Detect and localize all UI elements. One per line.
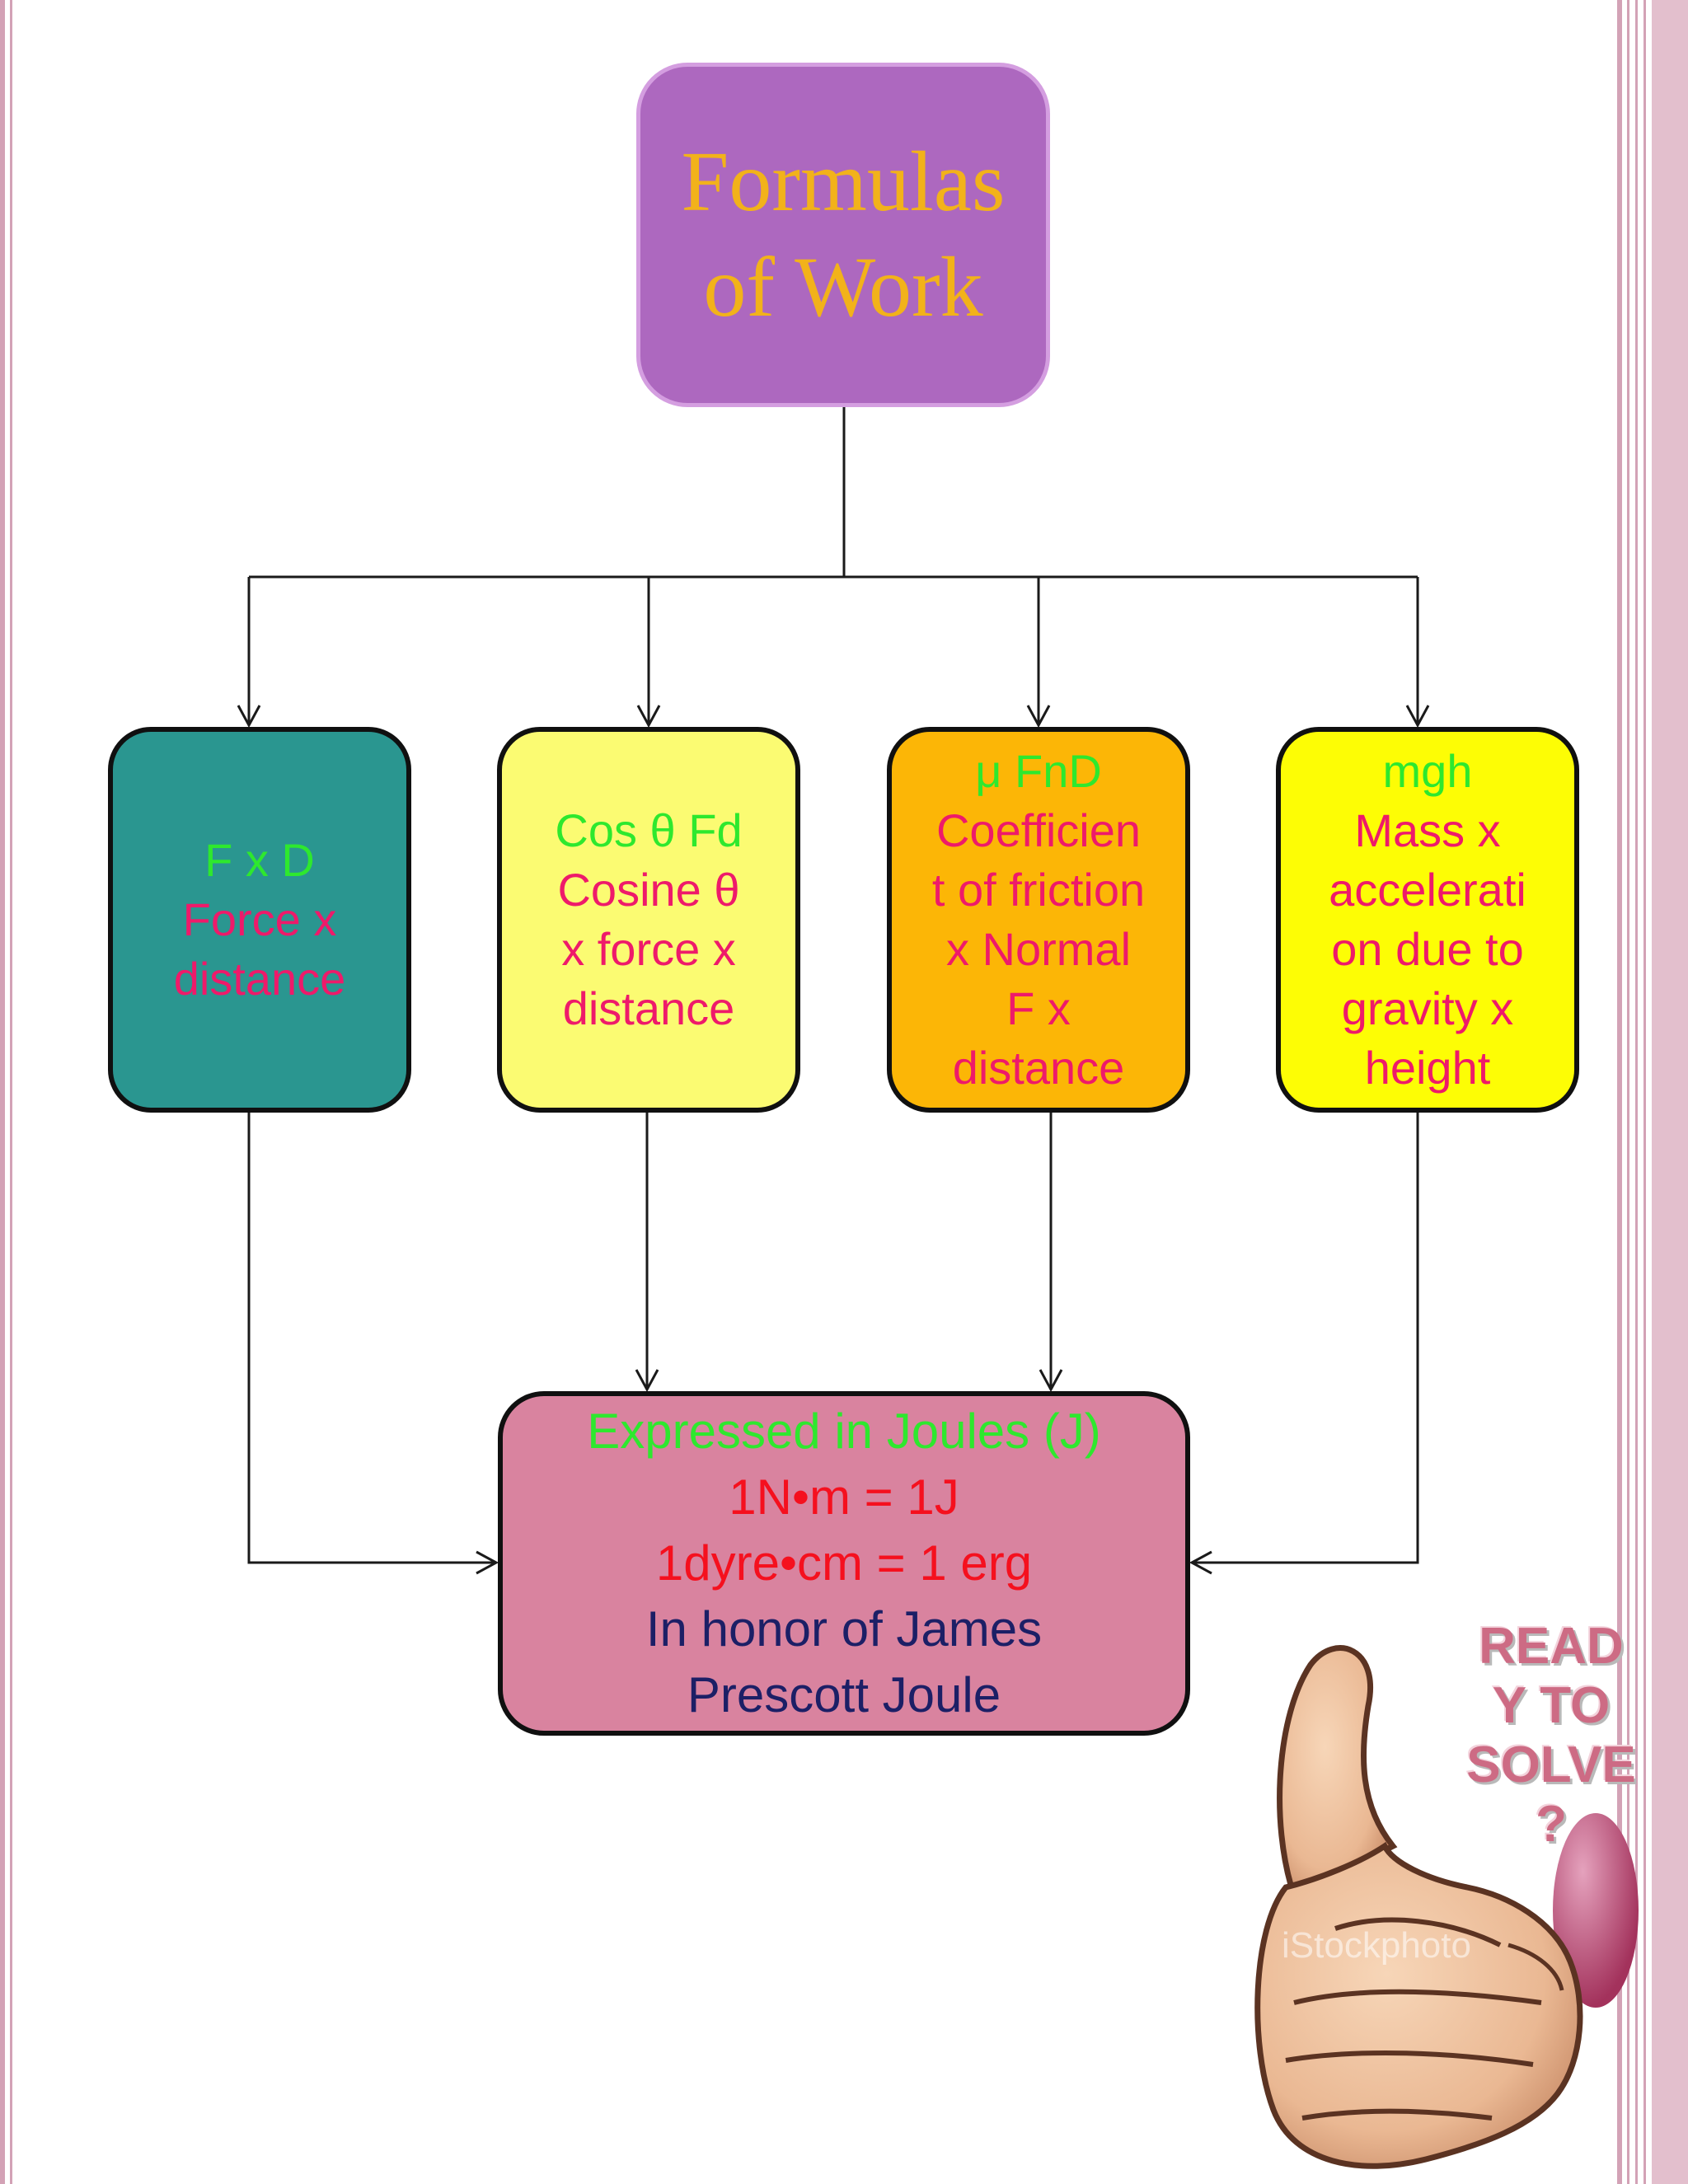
sticker-watermark: iStockphoto: [1282, 1925, 1471, 1966]
title-line-2: of Work: [703, 240, 983, 335]
result-line: 1dyre•cm = 1 erg: [655, 1535, 1033, 1591]
formula-line: distance: [952, 1042, 1125, 1094]
formula-line: on due to: [1331, 923, 1524, 975]
formula-box-friction: μ FnD Coefficien t of friction x Normal …: [887, 727, 1190, 1113]
connector-formula-1-to-result: [247, 1113, 499, 1575]
formula-line: t of friction: [931, 864, 1146, 916]
ready-line: ?: [1536, 1796, 1567, 1853]
result-line: Prescott Joule: [687, 1667, 1001, 1722]
thumbs-up-icon: iStockphoto: [1254, 1645, 1639, 2169]
title-box: Formulas of Work: [636, 63, 1050, 407]
formula-line: Cos θ Fd: [555, 804, 743, 856]
formula-line: height: [1364, 1042, 1491, 1094]
formula-line: gravity x: [1341, 982, 1514, 1034]
ready-line: SOLVE: [1466, 1736, 1636, 1793]
formula-box-gravity: mgh Mass x accelerati on due to gravity …: [1276, 727, 1579, 1113]
result-line: 1N•m = 1J: [729, 1469, 959, 1525]
formula-line: Cosine θ: [557, 864, 740, 916]
result-line: In honor of James: [645, 1601, 1043, 1657]
connector-formula-4-to-result: [1189, 1113, 1419, 1575]
title-line-1: Formulas: [681, 134, 1006, 229]
page-border-right-band: [1617, 0, 1622, 2184]
result-box-joules: Expressed in Joules (J) 1N•m = 1J 1dyre•…: [498, 1391, 1190, 1736]
formula-line: F x: [1006, 982, 1071, 1034]
formula-line: Force x: [182, 893, 337, 945]
result-line: Expressed in Joules (J): [587, 1404, 1101, 1459]
formula-box-cosine: Cos θ Fd Cosine θ x force x distance: [497, 727, 800, 1113]
page-border-left-outer: [0, 0, 5, 2184]
ready-line: READ: [1479, 1618, 1624, 1675]
formula-line: distance: [173, 953, 346, 1005]
formula-box-force-distance: F x D Force x distance: [108, 727, 411, 1113]
formula-line: Coefficien: [935, 804, 1141, 856]
ready-line: Y TO: [1492, 1677, 1611, 1734]
formula-line: μ FnD: [975, 745, 1102, 797]
formula-line: accelerati: [1329, 864, 1526, 916]
page-border-left-inner: [10, 0, 12, 2184]
formula-line: x Normal: [945, 923, 1132, 975]
page-border-right-edge: [1652, 0, 1688, 2184]
formula-line: Mass x: [1354, 804, 1501, 856]
page-border-right-band: [1643, 0, 1646, 2184]
formula-line: distance: [562, 982, 735, 1034]
formula-line: x force x: [561, 923, 736, 975]
formula-line: F x D: [204, 834, 315, 886]
page-border-right-band: [1635, 0, 1638, 2184]
ready-to-solve-label: READ Y TO SOLVE ?: [1461, 1617, 1642, 1854]
formula-line: mgh: [1382, 745, 1473, 797]
page-border-right-band: [1627, 0, 1629, 2184]
